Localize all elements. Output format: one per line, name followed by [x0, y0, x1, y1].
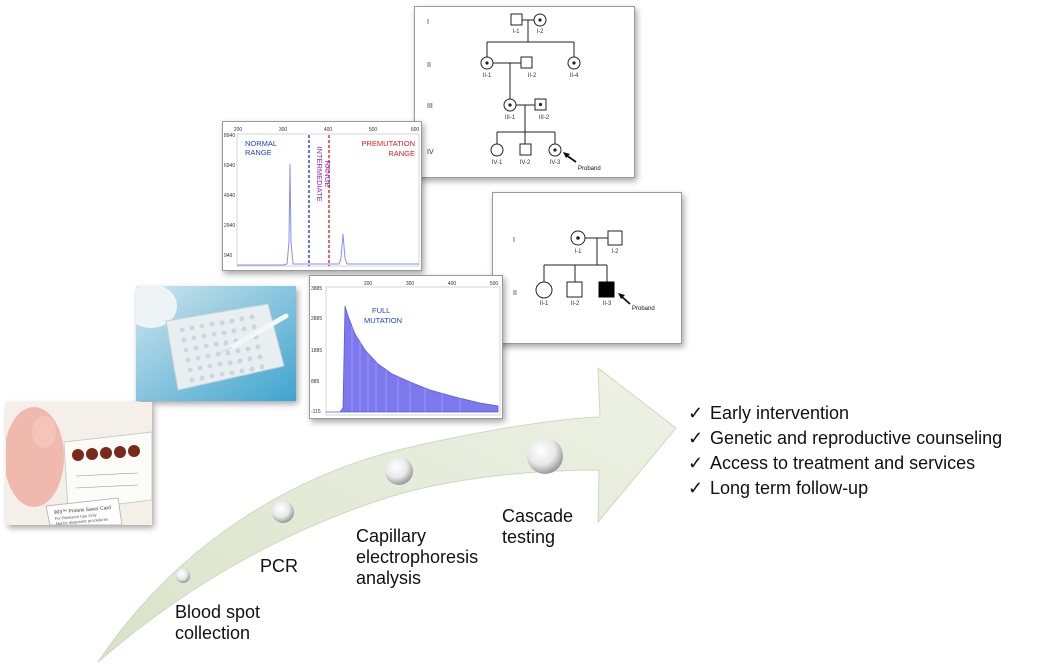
outcome-item: ✓Early intervention — [688, 401, 1002, 426]
check-icon: ✓ — [688, 428, 704, 448]
step-marker-3 — [385, 457, 413, 485]
pedigree-family-2: I II I-1 I-2 II-1 II-2 II-3 Pro — [492, 192, 682, 344]
y-tick: 6940 — [224, 163, 235, 169]
individual-label: I-1 — [512, 29, 520, 35]
proband-arrow-icon — [618, 293, 631, 305]
individual-label: III-1 — [505, 115, 516, 121]
proband-label: Proband — [578, 166, 601, 172]
gen-label: II — [427, 62, 431, 69]
x-tick: 200 — [234, 127, 243, 133]
gen-label: I — [513, 237, 515, 244]
gen-label: I — [427, 19, 429, 26]
step-marker-2 — [272, 501, 294, 523]
y-tick: 4940 — [224, 193, 235, 199]
x-tick: 500 — [369, 127, 378, 133]
normal-range-label: RANGE — [245, 148, 272, 157]
y-tick: 2940 — [224, 223, 235, 229]
step-marker-1 — [176, 569, 190, 583]
individual-label: II-2 — [528, 73, 537, 79]
x-tick: 500 — [490, 281, 499, 287]
card-label: For Research Use Only — [55, 512, 97, 521]
outcome-item: ✓Genetic and reproductive counseling — [688, 426, 1002, 451]
ce-trace-premutation: 200 300 400 500 600 8940 6940 4940 2940 … — [222, 121, 422, 271]
intermediate-range-label: RANGE — [323, 161, 332, 188]
outcome-item: ✓Access to treatment and services — [688, 451, 1002, 476]
step-label-capillary: Capillary electrophoresis analysis — [356, 526, 479, 588]
individual-label: II-4 — [570, 73, 579, 79]
x-tick: 400 — [448, 281, 457, 287]
individual-label: IV-3 — [550, 160, 561, 166]
x-tick: 200 — [364, 281, 373, 287]
y-tick: -115 — [311, 409, 321, 415]
x-tick: 300 — [406, 281, 415, 287]
ce-trace-full-mutation: 200 300 400 500 3885 2885 1885 885 -115 … — [309, 275, 503, 419]
x-tick: 300 — [279, 127, 288, 133]
individual-label: II-2 — [571, 301, 580, 307]
individual-label: II-3 — [603, 301, 612, 307]
individual-label: IV-2 — [520, 160, 531, 166]
individual-label: III-2 — [539, 115, 550, 121]
pedigree-family-1: I II III IV — [414, 6, 635, 178]
individual-label: IV-1 — [492, 160, 503, 166]
individual-label: I-2 — [536, 29, 544, 35]
normal-range-label: NORMAL — [245, 139, 277, 148]
individual-label: I-2 — [611, 249, 619, 255]
outcome-item: ✓Long term follow-up — [688, 476, 1002, 501]
check-icon: ✓ — [688, 403, 704, 423]
individual-label: I-1 — [574, 249, 582, 255]
card-label: 903™ Protein Saver Card — [54, 505, 112, 516]
proband-arrow-icon — [563, 152, 577, 163]
gen-label: II — [513, 290, 517, 297]
check-icon: ✓ — [688, 453, 704, 473]
check-icon: ✓ — [688, 478, 704, 498]
x-tick: 400 — [324, 127, 333, 133]
gen-label: IV — [427, 149, 434, 156]
premutation-range-label: PREMUTATION — [362, 139, 415, 148]
y-tick: 1885 — [311, 348, 322, 354]
y-tick: 885 — [311, 379, 320, 385]
step-label-blood-spot: Blood spot collection — [175, 602, 261, 643]
x-tick: 600 — [411, 127, 420, 133]
individual-label: II-1 — [540, 301, 549, 307]
step-marker-4 — [527, 438, 563, 474]
full-mutation-label: MUTATION — [364, 316, 402, 325]
card-label: Not for diagnostic procedures — [56, 516, 108, 525]
y-tick: 3885 — [311, 286, 322, 292]
proband-label: Proband — [632, 306, 655, 312]
y-tick: 940 — [224, 253, 233, 259]
pcr-plate-photo — [136, 286, 296, 401]
y-tick: 8940 — [224, 133, 235, 139]
blood-spot-card-photo: 903™ Protein Saver Card For Research Use… — [6, 402, 152, 525]
outcomes-list: ✓Early intervention ✓Genetic and reprodu… — [688, 401, 1002, 501]
y-tick: 2885 — [311, 316, 322, 322]
step-label-pcr: PCR — [260, 556, 299, 576]
premutation-range-label: RANGE — [388, 149, 415, 158]
intermediate-range-label: INTERMEDIATE — [315, 146, 324, 201]
individual-label: II-1 — [483, 73, 492, 79]
gen-label: III — [427, 103, 433, 110]
full-mutation-label: FULL — [372, 306, 390, 315]
step-label-cascade: Cascade testing — [502, 506, 574, 547]
